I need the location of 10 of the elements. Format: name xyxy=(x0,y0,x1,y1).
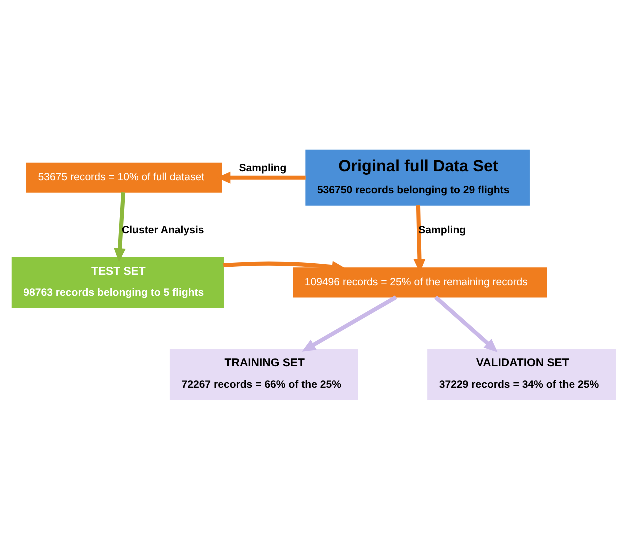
node-box: TRAINING SET 72267 records = 66% of the 25% xyxy=(170,348,358,400)
node-box: 53675 records = 10% of full dataset xyxy=(26,162,222,193)
arrow xyxy=(434,296,498,352)
node-box: Original full Data Set 536750 records belonging to 29 flights xyxy=(306,150,530,206)
arrow xyxy=(114,192,126,262)
node-box: 109496 records = 25% of the remaining records xyxy=(293,268,548,298)
node-box: VALIDATION SET 37229 records = 34% of the 25% xyxy=(428,348,616,400)
node-box: TEST SET 98763 records belonging to 5 flights xyxy=(12,257,224,308)
arrow xyxy=(302,296,398,352)
edge-label: Sampling xyxy=(239,162,287,175)
